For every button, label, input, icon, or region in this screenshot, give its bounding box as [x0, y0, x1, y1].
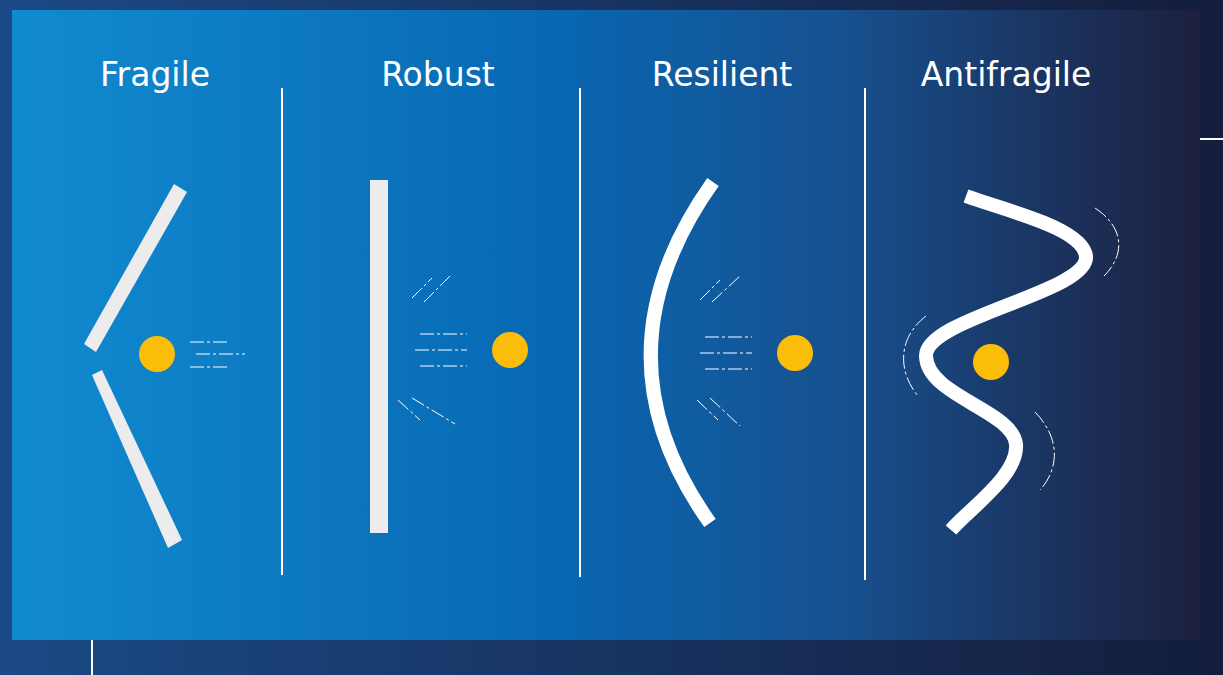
- motion-lines: [190, 342, 245, 367]
- column-title: Resilient: [592, 55, 852, 95]
- motion-line: [904, 316, 926, 396]
- motion-line: [710, 398, 740, 426]
- frame-tick: [91, 640, 93, 675]
- rigid-beam: [370, 180, 388, 533]
- column-divider: [579, 88, 581, 577]
- adaptive-beam: [926, 196, 1086, 530]
- motion-line: [705, 369, 752, 370]
- motion-line: [1035, 412, 1054, 490]
- broken-beam: [84, 184, 187, 352]
- motion-lines: [398, 276, 467, 424]
- motion-line: [412, 278, 432, 298]
- motion-line: [1095, 208, 1119, 276]
- impact-ball: [777, 335, 813, 371]
- impact-ball: [973, 344, 1009, 380]
- panel-background: [12, 10, 1200, 640]
- impact-ball: [139, 336, 175, 372]
- motion-line: [705, 337, 752, 338]
- motion-line: [196, 354, 245, 355]
- motion-line: [190, 367, 228, 368]
- motion-line: [398, 400, 420, 420]
- impact-ball: [492, 332, 528, 368]
- column-title: Antifragile: [876, 55, 1136, 95]
- column-divider: [281, 88, 283, 575]
- broken-beam: [92, 370, 182, 548]
- frame-tick: [1200, 138, 1223, 140]
- motion-lines: [904, 208, 1119, 490]
- motion-line: [420, 366, 467, 367]
- column-title: Robust: [308, 55, 568, 95]
- motion-line: [190, 342, 228, 343]
- motion-line: [424, 276, 450, 302]
- column-title: Fragile: [25, 55, 285, 95]
- motion-line: [700, 353, 752, 354]
- motion-line: [420, 334, 467, 335]
- motion-line: [412, 398, 455, 424]
- column-divider: [864, 88, 866, 580]
- motion-line: [415, 350, 467, 351]
- motion-lines: [697, 276, 752, 426]
- motion-line: [712, 276, 740, 302]
